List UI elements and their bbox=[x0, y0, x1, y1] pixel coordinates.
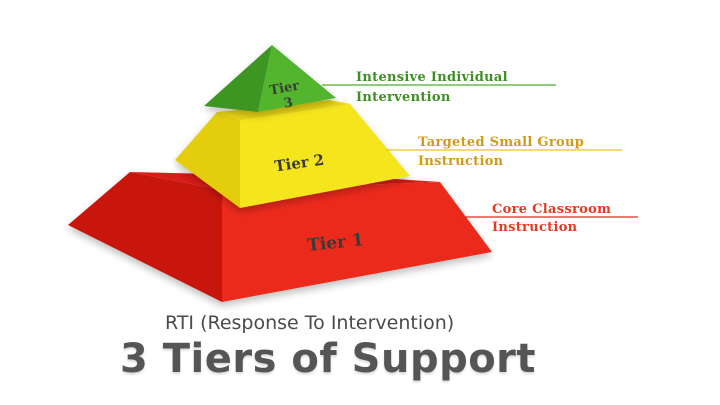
caption-subtitle: RTI (Response To Intervention) bbox=[165, 312, 455, 334]
caption-title: 3 Tiers of Support bbox=[120, 336, 537, 382]
tier-2-block bbox=[175, 100, 410, 208]
tier-1-description-line1: Core Classroom bbox=[492, 202, 611, 217]
tier-2-top-face bbox=[217, 100, 350, 120]
tier-1-left-face bbox=[68, 172, 222, 302]
tier-1-front-face bbox=[222, 182, 492, 302]
tier-3-label-line1: Tier bbox=[268, 79, 300, 99]
tier-3-description-line2: Intervention bbox=[356, 90, 451, 105]
tier-3-label-line2: 3 bbox=[283, 95, 295, 111]
tier-2-left-face bbox=[175, 112, 240, 208]
tier-3-description-line1: Intensive Individual bbox=[356, 70, 508, 85]
tier-3-front-face bbox=[258, 45, 336, 112]
tier-2-description-line1: Targeted Small Group bbox=[418, 135, 584, 150]
tier-3-block bbox=[204, 45, 336, 112]
tier-3-left-face bbox=[204, 45, 272, 112]
tier-1-description-line2: Instruction bbox=[492, 220, 578, 235]
tier-2-description-line2: Instruction bbox=[418, 154, 504, 169]
tier-2-front-face bbox=[240, 104, 410, 208]
